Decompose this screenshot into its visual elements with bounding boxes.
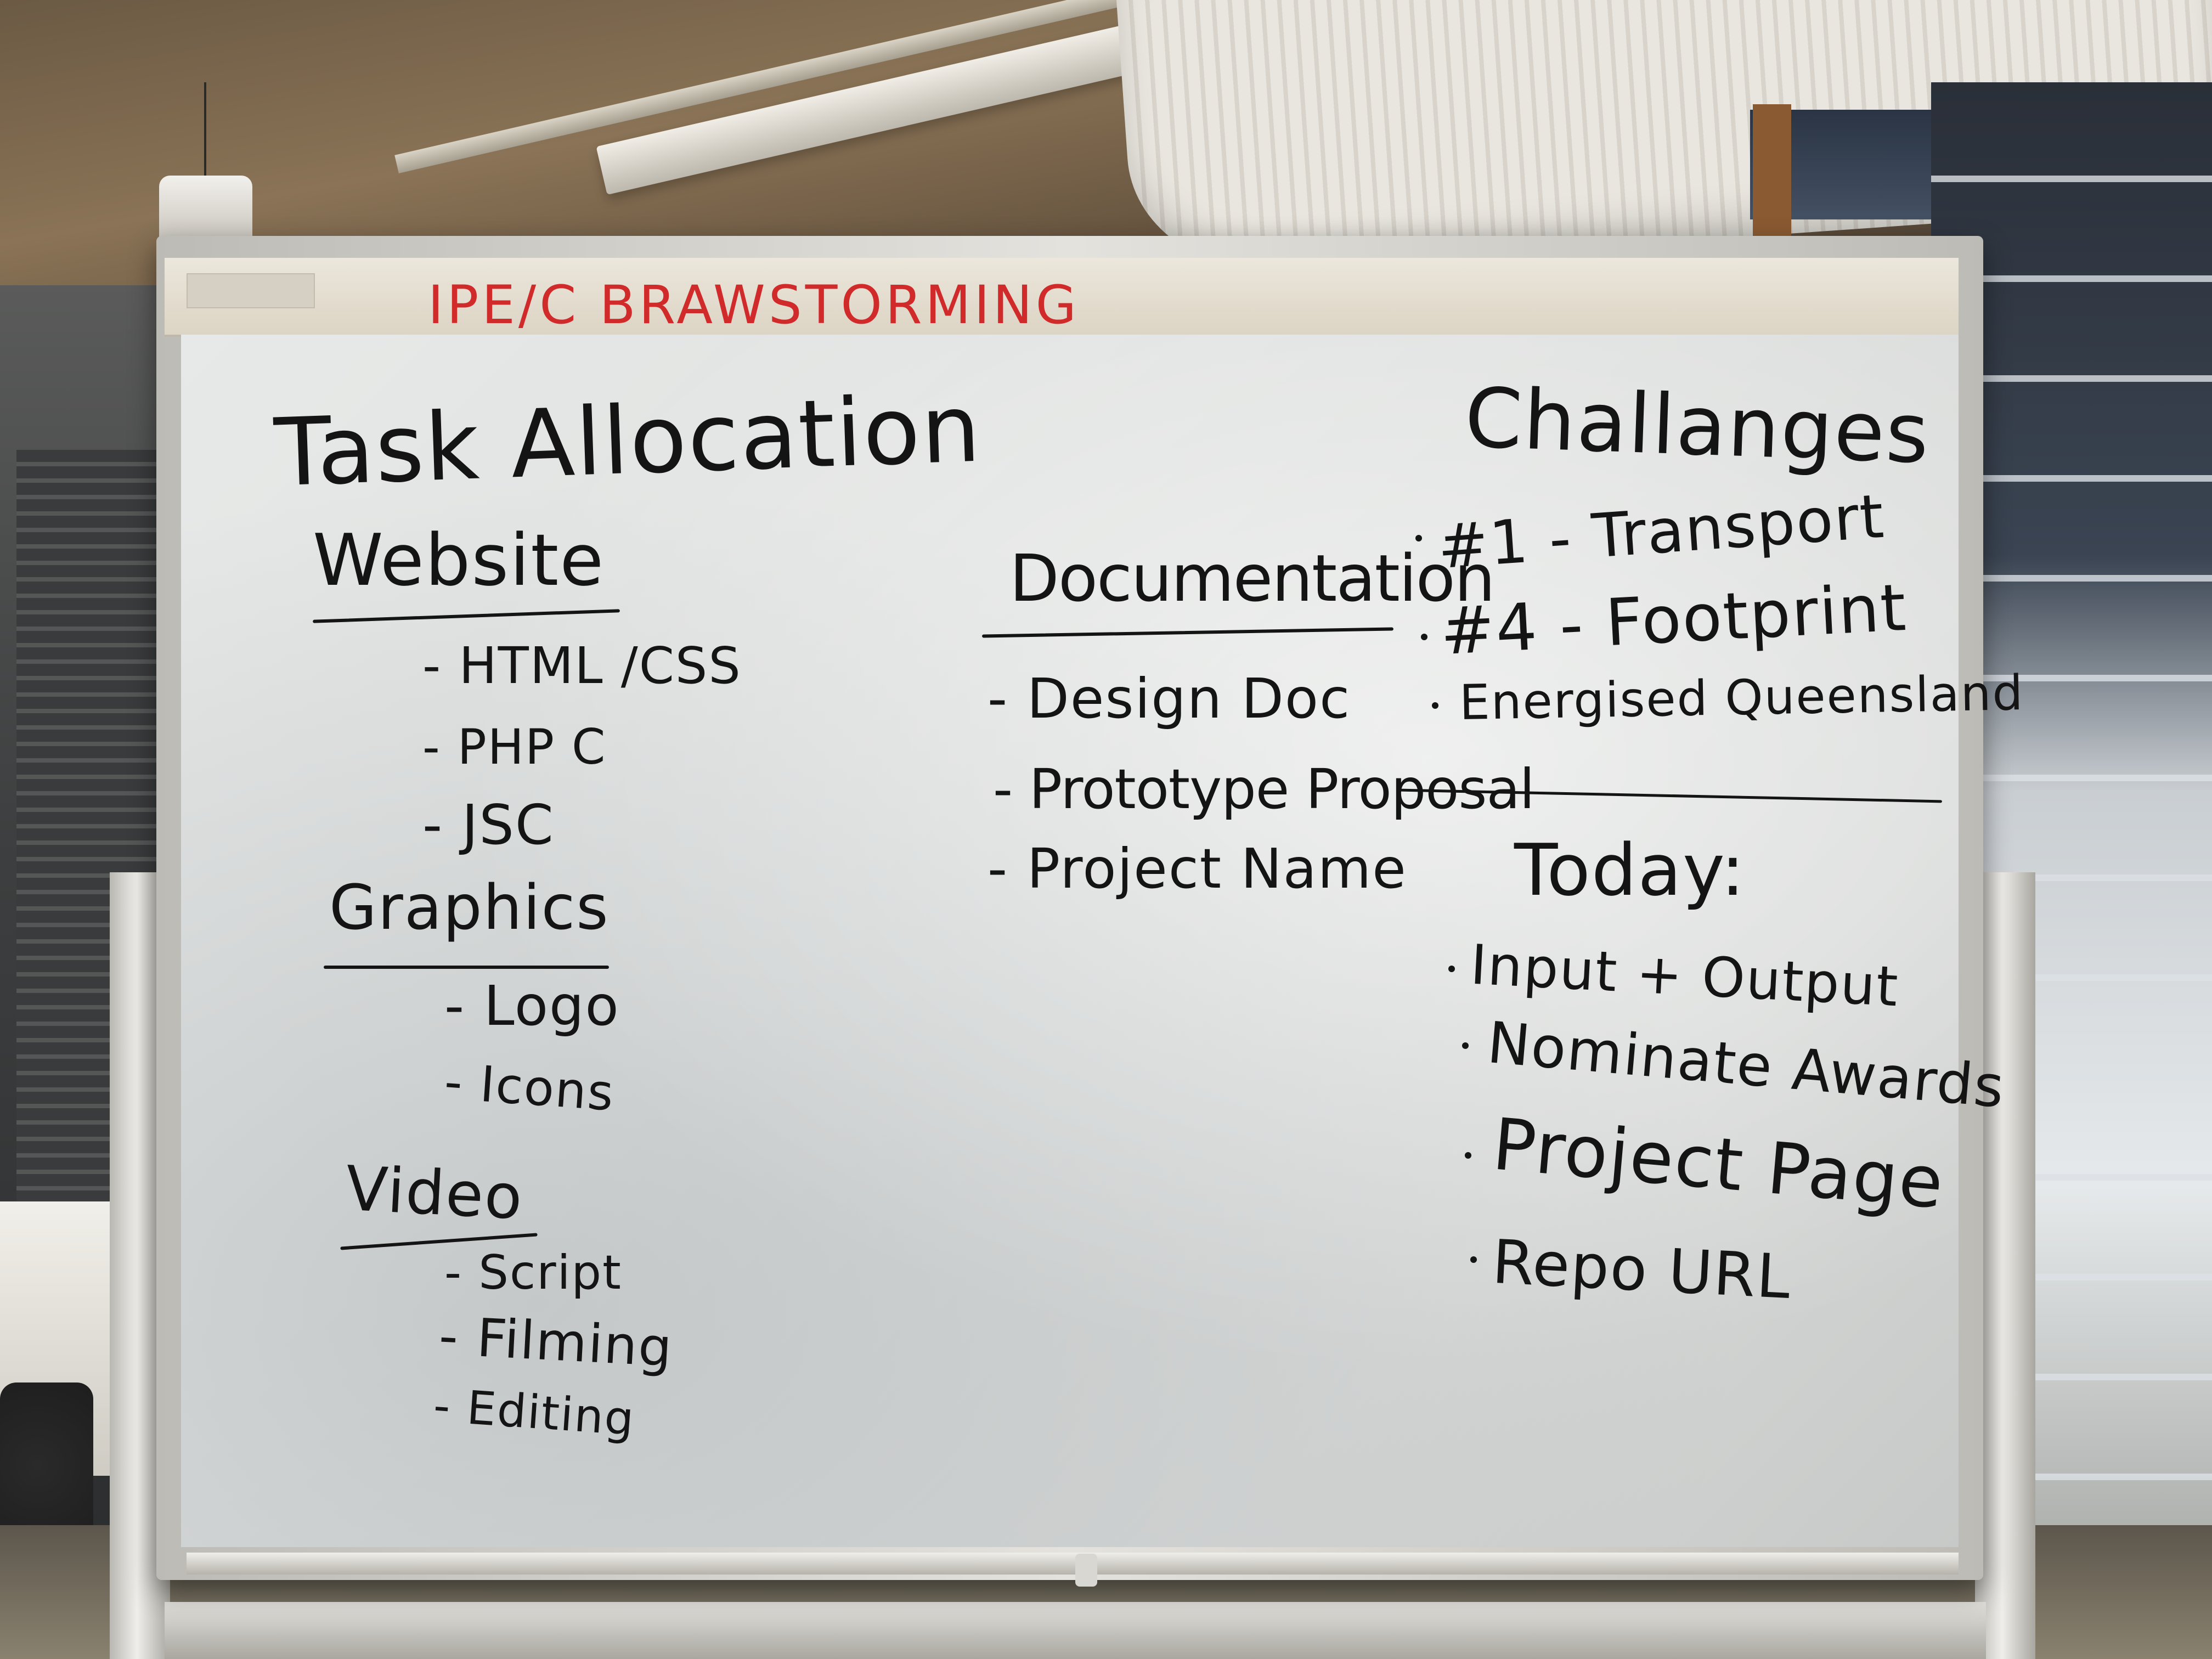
challenges-title: Challanges bbox=[1463, 370, 1932, 482]
stand-post-right bbox=[1975, 872, 2035, 1659]
challenge-item: Energised Queensland bbox=[1459, 664, 2025, 731]
video-item: - Filming bbox=[437, 1305, 675, 1379]
bullet-dot bbox=[1432, 702, 1438, 709]
bullet-dot bbox=[1421, 634, 1427, 640]
website-item: - JSC bbox=[422, 793, 555, 857]
documentation-item: - Project Name bbox=[988, 837, 1407, 901]
bullet-dot bbox=[1462, 1042, 1469, 1049]
documentation-heading: Documentation bbox=[1009, 540, 1496, 616]
pendant-lamp bbox=[159, 176, 252, 241]
bullet-dot bbox=[1448, 966, 1455, 972]
graphics-item: - Logo bbox=[444, 974, 620, 1038]
marker-tray bbox=[187, 1553, 1959, 1575]
today-title: Today: bbox=[1514, 828, 1746, 912]
tape-block bbox=[187, 273, 315, 308]
graphics-heading: Graphics bbox=[329, 872, 610, 944]
stand-base-bar bbox=[165, 1602, 1986, 1659]
website-item: - PHP C bbox=[422, 719, 607, 775]
website-item: - HTML /CSS bbox=[422, 636, 742, 695]
pendant-cord bbox=[204, 82, 206, 178]
graphics-item: - Icons bbox=[442, 1053, 617, 1122]
video-item: - Script bbox=[444, 1245, 622, 1300]
documentation-item: - Prototype Proposal bbox=[993, 757, 1535, 821]
video-heading: Video bbox=[343, 1153, 525, 1234]
magnet bbox=[1075, 1554, 1097, 1587]
whiteboard-surface bbox=[181, 335, 1959, 1547]
whiteboard-header-strip bbox=[165, 258, 1959, 337]
board-header-text: IPE/C BRAWSTORMING bbox=[428, 274, 1080, 336]
bullet-dot bbox=[1415, 535, 1422, 541]
bullet-dot bbox=[1470, 1256, 1477, 1263]
website-heading: Website bbox=[313, 518, 605, 602]
bullet-dot bbox=[1465, 1152, 1471, 1159]
graphics-underline bbox=[324, 966, 609, 969]
window-post bbox=[1753, 104, 1791, 247]
documentation-item: - Design Doc bbox=[988, 667, 1351, 731]
